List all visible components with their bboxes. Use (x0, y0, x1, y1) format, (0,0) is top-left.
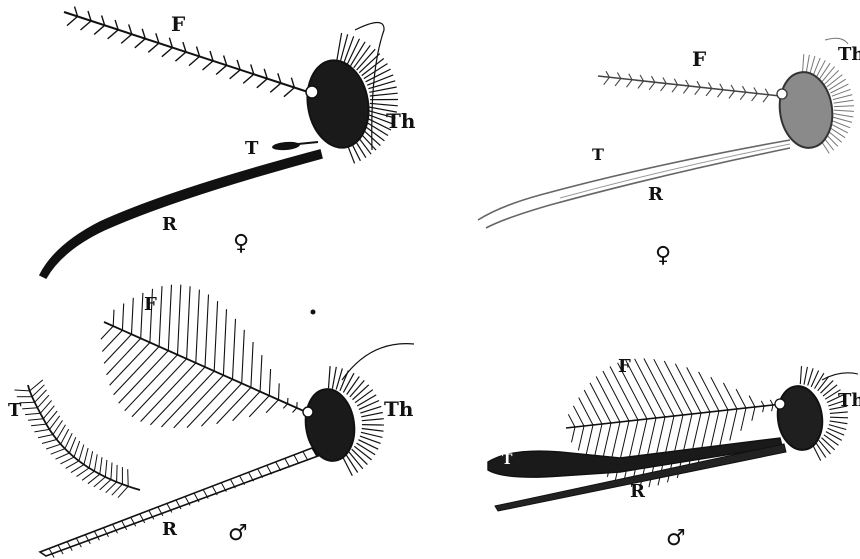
stray-dot (311, 310, 316, 315)
proboscis-drawing (40, 150, 322, 278)
proboscis-drawing (40, 448, 318, 558)
label-thorax: Th (838, 390, 860, 411)
antenna-drawing (598, 71, 780, 102)
panel-female-b: F Th T R ♀ (478, 38, 860, 268)
label-thorax: Th (838, 44, 860, 65)
label-antenna: F (144, 294, 157, 315)
label-proboscis: R (648, 184, 664, 205)
label-antenna: F (692, 47, 706, 71)
panel-female-a: F Th T R ♀ (40, 7, 416, 278)
antenna-drawing (101, 285, 306, 428)
panel-male-b: F Th T R ♂ (488, 356, 860, 551)
palp-drawing (272, 141, 318, 151)
sex-symbol: ♂ (228, 521, 248, 546)
sex-symbol: ♀ (233, 231, 249, 256)
panel-male-a: F Th T R ♂ (8, 285, 414, 558)
label-palp: T (8, 400, 22, 421)
label-palp: T (245, 138, 259, 159)
label-proboscis: R (162, 519, 178, 540)
proboscis-drawing (478, 140, 790, 228)
label-palp: T (592, 145, 604, 164)
label-proboscis: R (162, 214, 178, 235)
label-thorax: Th (386, 109, 416, 133)
antenna-drawing (64, 7, 308, 97)
label-proboscis: R (630, 481, 646, 502)
sex-symbol: ♂ (666, 526, 686, 551)
sex-symbol: ♀ (655, 243, 671, 268)
label-antenna: F (618, 356, 631, 377)
palp-drawing (15, 380, 141, 498)
label-thorax: Th (384, 397, 414, 421)
label-palp: T (502, 452, 513, 468)
label-antenna: F (171, 12, 185, 36)
